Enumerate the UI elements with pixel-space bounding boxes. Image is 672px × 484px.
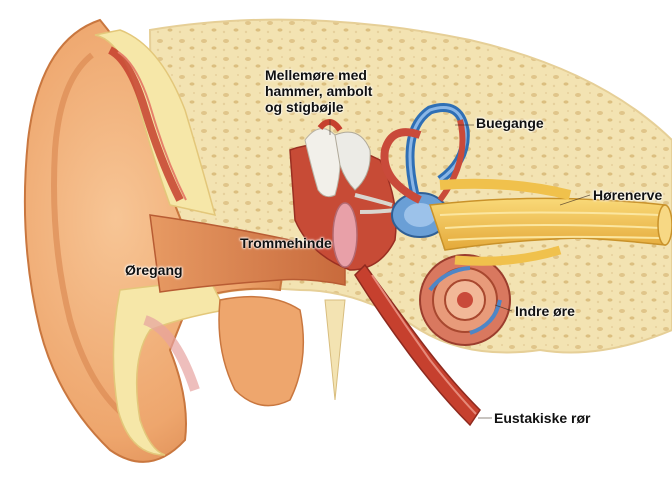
- ear-canal-label: Øregang: [125, 262, 183, 278]
- eustachian-tube-label: Eustakiske rør: [494, 410, 591, 426]
- lower-jaw: [219, 297, 303, 406]
- inner-ear-label: Indre øre: [515, 303, 575, 319]
- auditory-nerve-label: Hørenerve: [593, 187, 662, 203]
- middle-ear-label-line-1: Mellemøre med: [265, 67, 372, 83]
- eardrum-label: Trommehinde: [240, 235, 332, 251]
- eardrum-shape: [333, 203, 357, 267]
- middle-ear-label-line-2: hammer, ambolt: [265, 83, 372, 99]
- cochlea: [420, 255, 510, 345]
- middle-ear-label-line-3: og stigbøjle: [265, 99, 372, 115]
- middle-ear-label: Mellemøre med hammer, ambolt og stigbøjl…: [265, 67, 372, 115]
- semicircular-canals-label: Buegange: [476, 115, 544, 131]
